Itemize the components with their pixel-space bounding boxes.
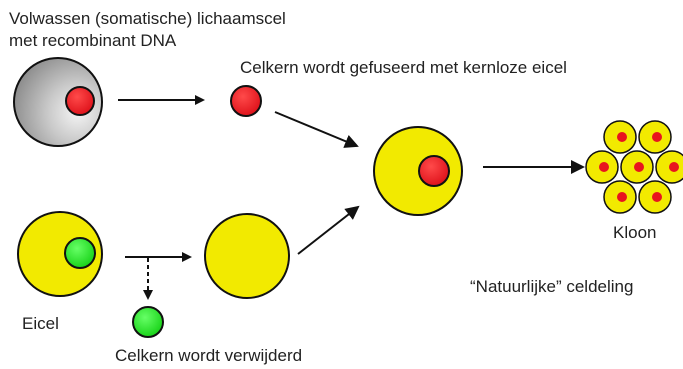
arrow-egg-to-fusion — [297, 205, 360, 255]
fusion-label: Celkern wordt gefuseerd met kernloze eic… — [240, 58, 567, 77]
arrow-nucleus-to-fusion — [274, 111, 359, 148]
fused-cell — [373, 126, 463, 216]
clone-cluster — [585, 120, 683, 214]
removed-nucleus — [132, 306, 164, 338]
fused-nucleus — [418, 155, 450, 187]
egg-nucleus — [64, 237, 96, 269]
extracted-nucleus — [230, 85, 262, 117]
clone-label: Kloon — [613, 223, 657, 242]
clone-cell-nucleus-6 — [617, 192, 627, 202]
somatic-cell — [13, 57, 103, 147]
clone-cell-nucleus-3 — [599, 162, 609, 172]
egg-label: Eicel — [22, 314, 59, 333]
clone-cell-nucleus-2 — [652, 132, 662, 142]
somatic-nucleus — [65, 86, 95, 116]
clone-cell-nucleus-1 — [617, 132, 627, 142]
somatic-cell-label-line1: Volwassen (somatische) lichaamscel — [9, 9, 286, 28]
egg-cell — [17, 211, 103, 297]
natural-division-label: “Natuurlijke” celdeling — [470, 277, 634, 296]
egg-cell-body — [17, 211, 103, 297]
enucleated-egg — [204, 213, 290, 299]
somatic-cell-body — [13, 57, 103, 147]
nucleus-removed-label: Celkern wordt verwijderd — [115, 346, 303, 365]
clone-cell-nucleus-5 — [669, 162, 679, 172]
clone-cell-nucleus-7 — [652, 192, 662, 202]
somatic-cell-label-line2: met recombinant DNA — [9, 31, 177, 50]
clone-cell-nucleus-4 — [634, 162, 644, 172]
